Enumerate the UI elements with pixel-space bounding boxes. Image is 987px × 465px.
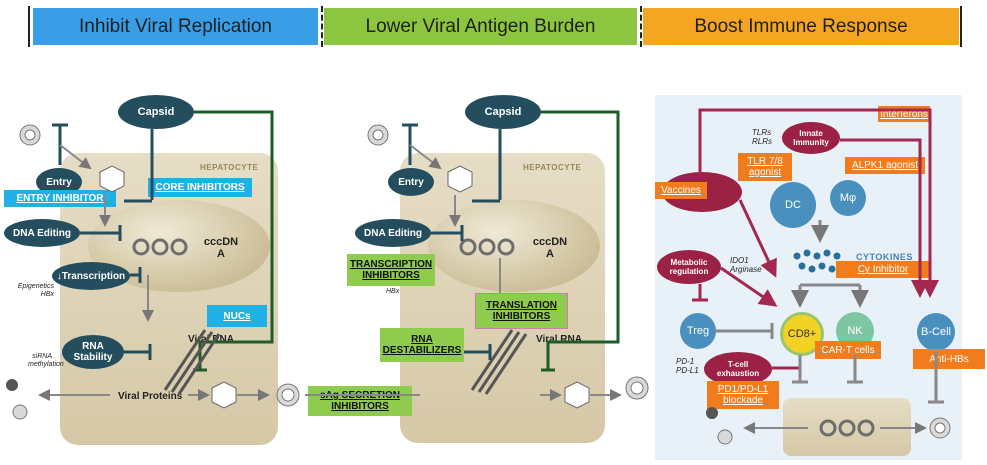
tlrs-rlrs-note: TLRs RLRs (752, 128, 773, 146)
cd8-label: CD8+ (787, 328, 817, 340)
b-cell-label: B-Cell (921, 326, 951, 338)
hepatocyte-label-2: HEPATOCYTE (523, 163, 582, 172)
nk-label: NK (847, 325, 863, 337)
transcription-inhibitors-label: TRANSCRIPTION INHIBITORS (347, 254, 435, 286)
dna-editing-node-2: DNA Editing (355, 219, 431, 247)
bracket-left (28, 6, 30, 47)
cccdna-label-2: cccDN A (532, 236, 568, 260)
metabolic-regulation-node: Metabolic regulation (657, 250, 721, 284)
cccdna-rings-3 (818, 417, 878, 444)
vaccines-label: Vaccines (655, 182, 707, 199)
car-t-cells-label: CAR-T cells (815, 341, 881, 359)
t-cell-exhaustion-node: T-cell exhaustion (704, 352, 772, 386)
alpk1-agonist-label: ALPK1 agonist (845, 157, 925, 174)
sirna-note: siRNA methylation (28, 353, 64, 368)
nucs-label: NUCs (207, 305, 267, 327)
hbx-note: HBx (386, 288, 400, 295)
banner-boost-immune-response: Boost Immune Response (643, 8, 959, 45)
cccdna-label-1: cccDN A (203, 236, 239, 260)
innate-immunity-node: Innate Immunity (782, 122, 840, 154)
treg-cell: Treg (680, 313, 716, 349)
viral-rna-label-2: Viral RNA (536, 334, 582, 345)
viral-rna-label-1: Viral RNA (188, 334, 234, 345)
cccdna-rings-1 (131, 236, 191, 263)
dendritic-cell: DC (770, 182, 816, 228)
macrophage-cell: Mφ (830, 180, 866, 216)
rna-destabilizers-label: RNA DESTABILIZERS (380, 328, 464, 362)
dc-label: DC (785, 199, 801, 211)
anti-hbs-label: Anti-HBs (913, 349, 985, 369)
b-cell: B-Cell (917, 313, 955, 351)
bracket-divider-2 (640, 6, 642, 47)
entry-inhibitor-label: ENTRY INHIBITOR (4, 190, 116, 207)
banner-lower-viral-antigen-burden: Lower Viral Antigen Burden (324, 8, 637, 45)
viral-proteins-label: Viral Proteins (118, 391, 183, 402)
ido1-arginase-note: IDO1 Arginase (730, 256, 762, 274)
core-inhibitors-label: CORE INHIBITORS (148, 178, 252, 197)
macrophage-label: Mφ (839, 192, 857, 204)
interferons-label: Interferons (878, 106, 930, 122)
entry-node-2: Entry (388, 168, 434, 196)
banner-inhibit-viral-replication: Inhibit Viral Replication (33, 8, 318, 45)
translation-inhibitors-label: TRANSLATION INHIBITORS (475, 293, 568, 329)
capsid-node-1: Capsid (118, 95, 194, 129)
cccdna-rings-2 (458, 236, 518, 263)
bracket-divider-1 (321, 6, 323, 47)
bracket-right (960, 6, 962, 47)
sag-secretion-inhibitors-label: sAg SECRETION INHIBITORS (308, 386, 412, 416)
pd1-pdl1-note: PD-1 PD-L1 (676, 357, 699, 375)
treg-label: Treg (686, 325, 710, 337)
cy-inhibitor-label: Cy Inhibitor (836, 261, 930, 278)
pd1-pdl1-blockade-label: PD1/PD-L1 blockade (707, 381, 779, 409)
tlr-78-agonist-label: TLR 7/8 agonist (738, 153, 792, 181)
dna-editing-node-1: DNA Editing (4, 219, 80, 247)
transcription-node-1: ↓Transcription (52, 262, 130, 290)
epigenetics-note: Epigenetics HBx (17, 283, 54, 298)
capsid-node-2: Capsid (465, 95, 541, 129)
hepatocyte-label-1: HEPATOCYTE (200, 163, 259, 172)
rna-stability-node-1: RNA Stability (62, 335, 124, 369)
